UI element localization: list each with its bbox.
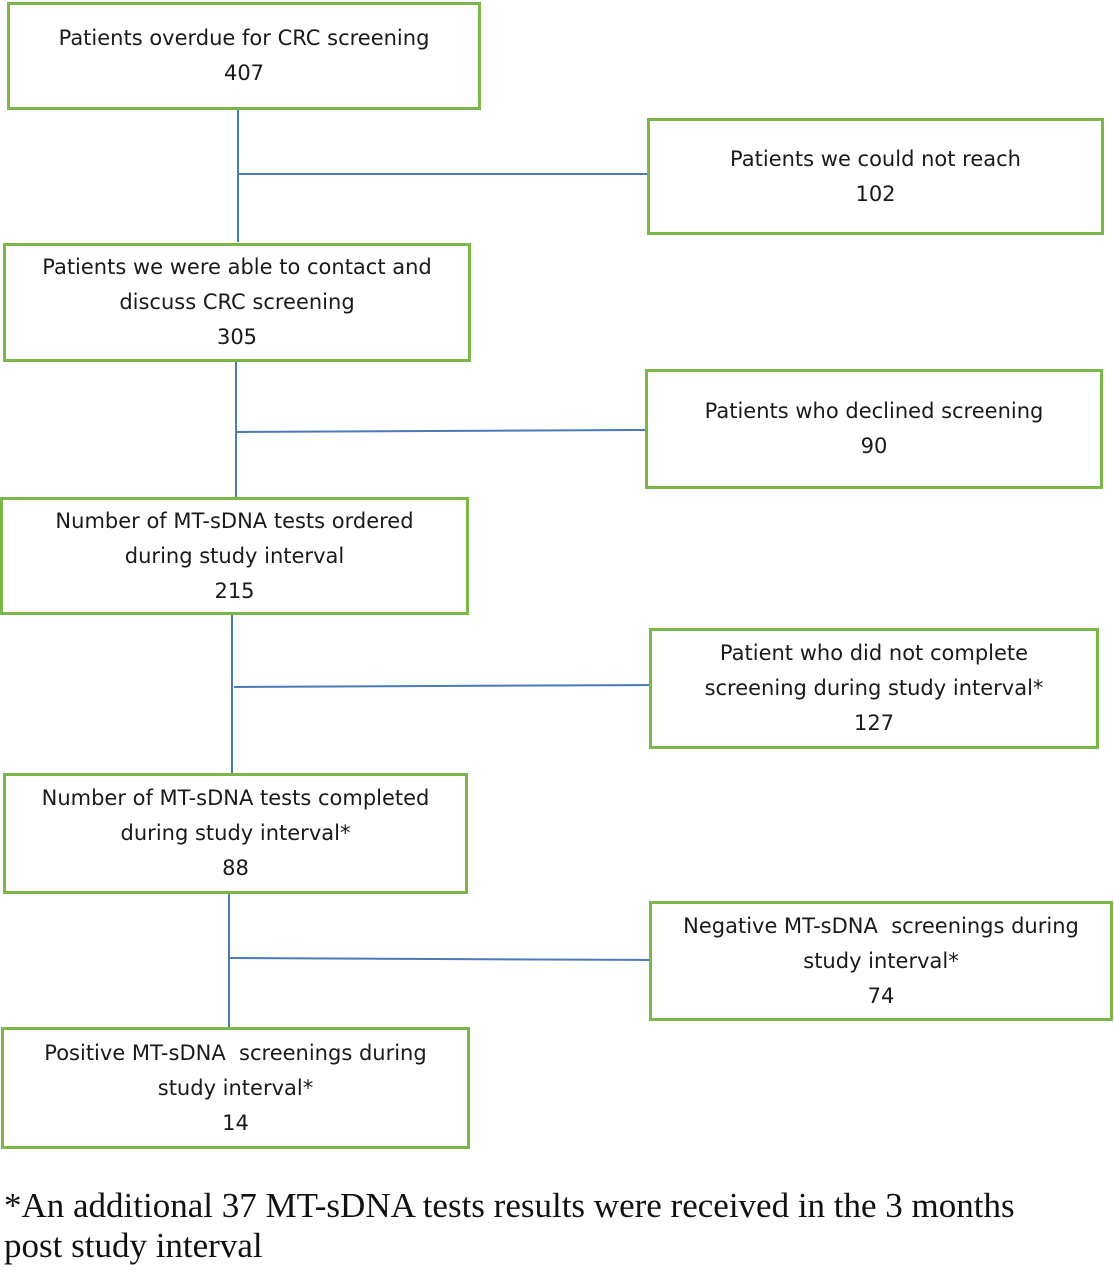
box-not-completed-count: 127	[853, 711, 895, 735]
box-negative-count: 74	[867, 983, 895, 1008]
box-positive-label-2: study interval*	[157, 1075, 314, 1100]
box-not-reached-label: Patients we could not reach	[730, 146, 1021, 171]
box-declined-label: Patients who declined screening	[704, 399, 1044, 423]
box-negative-label-2: study interval*	[803, 948, 959, 973]
box-overdue-label: Patients overdue for CRC screening	[58, 26, 430, 50]
box-contacted-label-2: discuss CRC screening	[119, 290, 355, 314]
box-positive: Positive MT-sDNA screenings during study…	[1, 1027, 470, 1149]
box-ordered-count: 215	[214, 578, 255, 603]
footnote-line-2: post study interval	[4, 1226, 263, 1265]
box-positive-count: 14	[222, 1110, 249, 1135]
box-declined: Patients who declined screening 90	[645, 369, 1103, 489]
box-not-completed-label-2: screening during study interval*	[704, 676, 1044, 700]
box-contacted-count: 305	[216, 325, 258, 349]
box-declined-count: 90	[860, 434, 888, 458]
footnote: *An additional 37 MT-sDNA tests results …	[4, 1186, 1110, 1266]
box-not-completed: Patient who did not complete screening d…	[649, 628, 1099, 749]
box-overdue: Patients overdue for CRC screening 407	[7, 2, 481, 110]
box-negative-label-1: Negative MT-sDNA screenings during	[683, 913, 1079, 938]
connector-to-declined	[235, 429, 647, 433]
box-ordered-label-2: during study interval	[124, 543, 345, 568]
box-completed: Number of MT-sDNA tests completed during…	[3, 773, 468, 894]
box-not-completed-label-1: Patient who did not complete	[719, 641, 1029, 665]
box-not-reached-count: 102	[855, 181, 896, 206]
footnote-line-1: *An additional 37 MT-sDNA tests results …	[4, 1186, 1015, 1225]
box-overdue-count: 407	[223, 61, 265, 85]
box-positive-label-1: Positive MT-sDNA screenings during	[44, 1040, 427, 1065]
box-completed-count: 88	[222, 856, 249, 880]
box-completed-label-2: during study interval*	[120, 821, 351, 845]
connector-to-not-completed	[233, 684, 651, 688]
box-contacted: Patients we were able to contact and dis…	[3, 243, 471, 362]
box-not-reached: Patients we could not reach 102	[647, 118, 1104, 235]
box-contacted-label-1: Patients we were able to contact and	[42, 255, 432, 279]
box-negative: Negative MT-sDNA screenings during study…	[649, 901, 1113, 1021]
box-completed-label-1: Number of MT-sDNA tests completed	[41, 786, 430, 810]
box-ordered: Number of MT-sDNA tests ordered during s…	[0, 497, 469, 615]
box-ordered-label-1: Number of MT-sDNA tests ordered	[55, 508, 414, 533]
connector-to-negative	[228, 957, 651, 961]
